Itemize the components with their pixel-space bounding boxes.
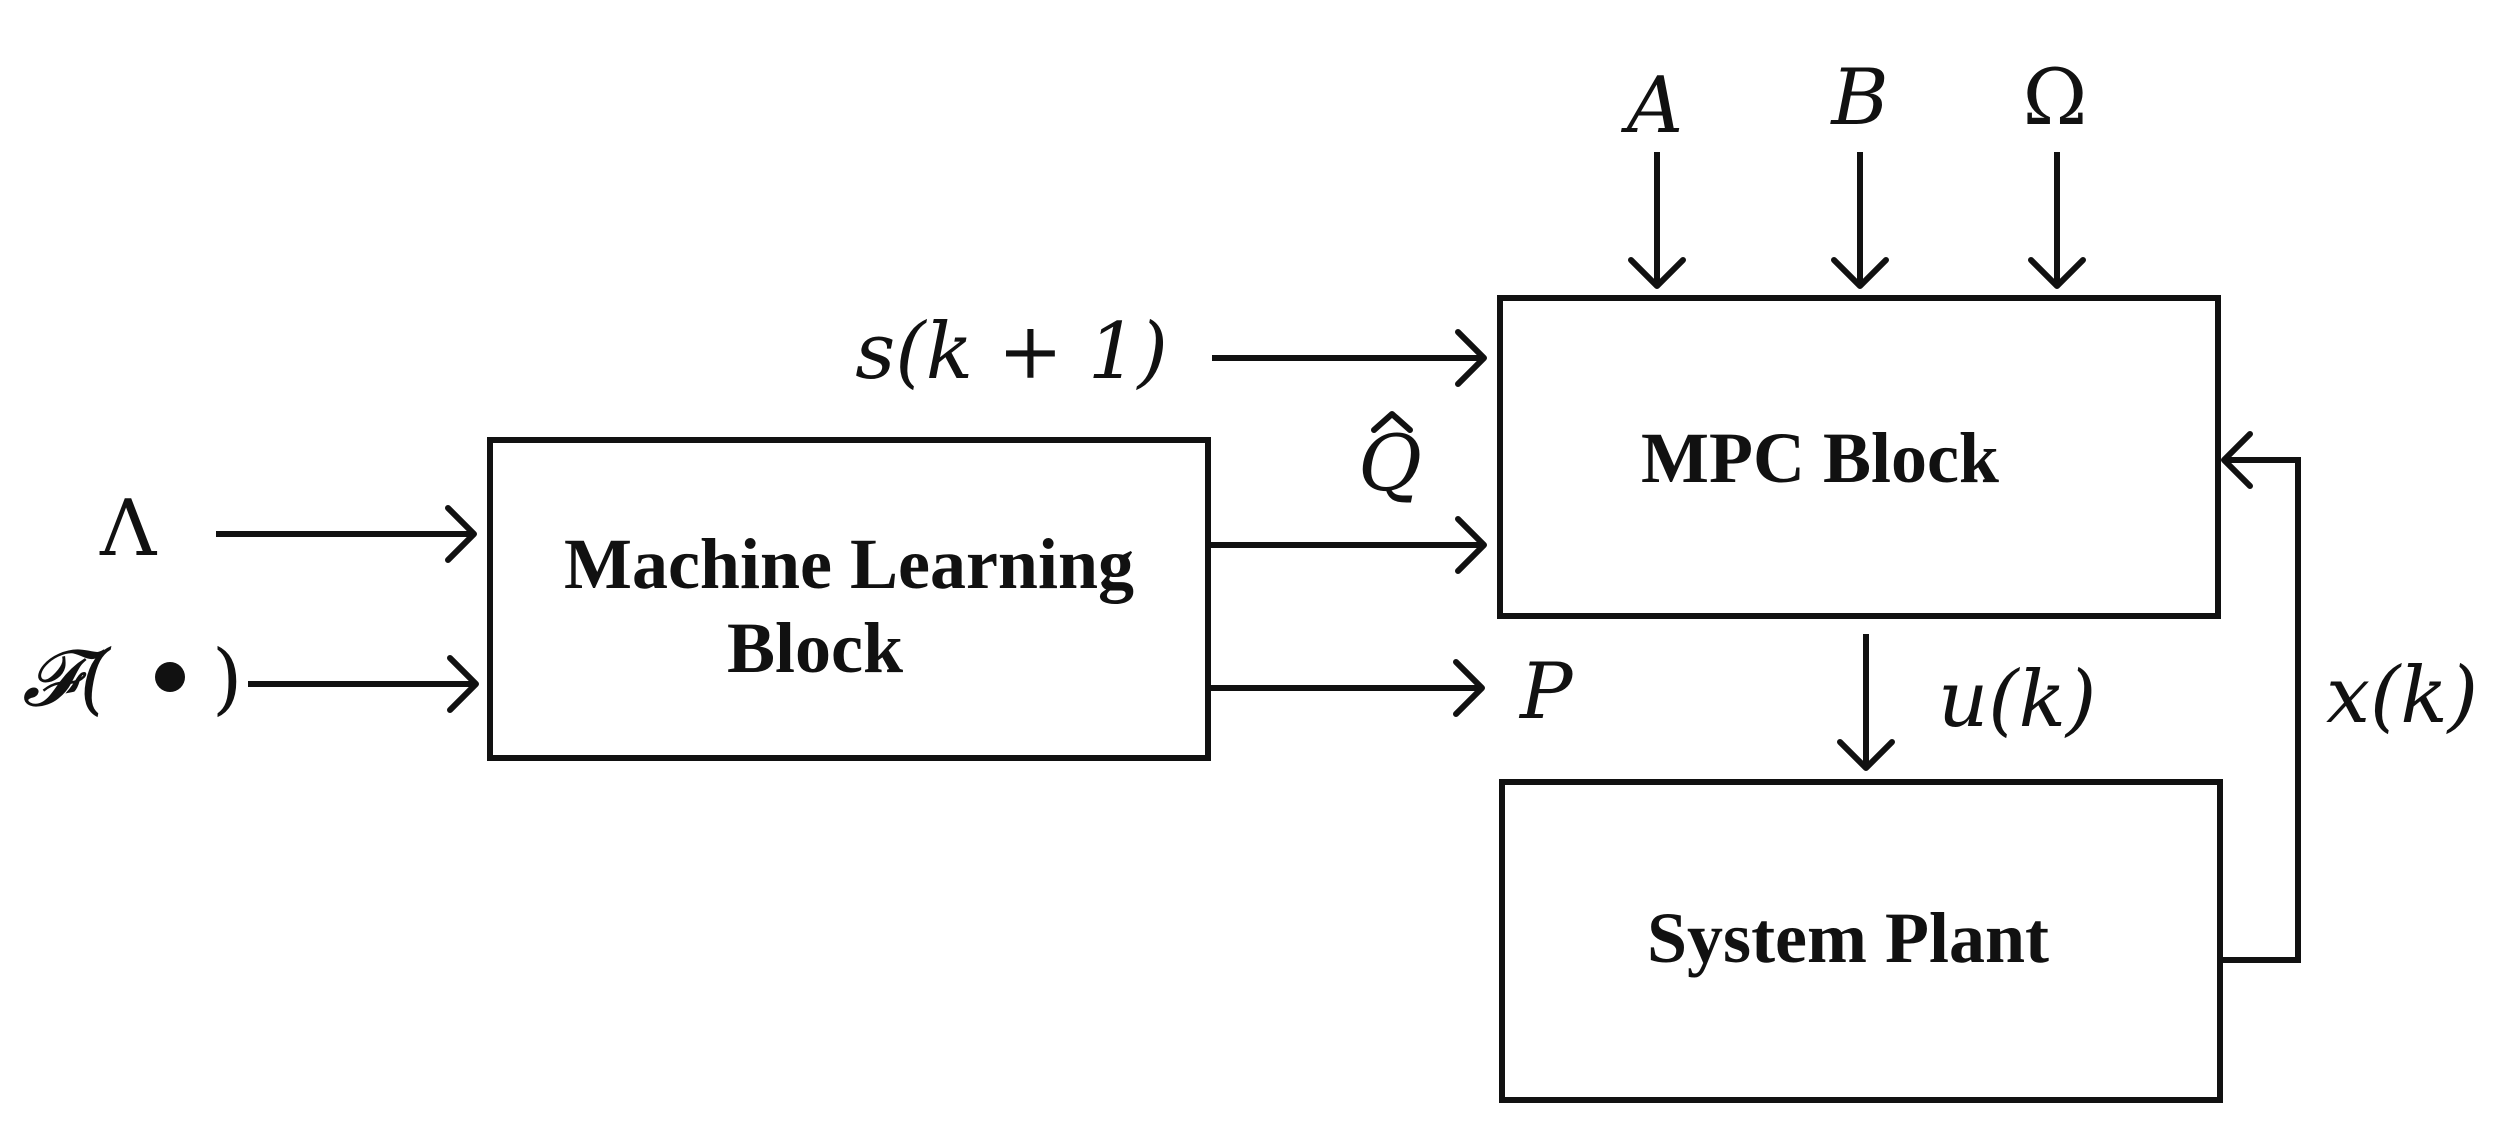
f-function-input-arrow: 𝓕( ) <box>22 634 479 724</box>
u-label: u(k) <box>1938 655 2096 745</box>
ml-block-label-line2: Block <box>727 608 903 688</box>
mpc-block: MPC Block <box>1497 295 2221 619</box>
hat-accent <box>1371 411 1413 433</box>
ml-block-label-line1: Machine Learning <box>564 524 1134 604</box>
lambda-label: Λ <box>99 484 158 574</box>
mpc-block-label: MPC Block <box>1641 418 1999 498</box>
system-plant-block: System Plant <box>1499 779 2223 1103</box>
machine-learning-block: Machine Learning Block <box>487 437 1211 761</box>
s-next-label: s(k + 1) <box>855 307 1168 397</box>
system-plant-label: System Plant <box>1647 898 2049 978</box>
a-input-arrow: A <box>1621 61 1686 289</box>
b-label: B <box>1829 53 1888 143</box>
q-hat-arrow: Q <box>1210 411 1487 574</box>
b-input-arrow: B <box>1829 53 1889 289</box>
x-feedback-arrow: x(k) <box>2220 431 2478 963</box>
q-hat-label: Q <box>1358 419 1422 509</box>
bullet-icon <box>155 662 185 692</box>
f-function-label: 𝓕( <box>22 634 112 724</box>
s-next-input-arrow: s(k + 1) <box>855 307 1487 397</box>
omega-label: Ω <box>2023 53 2088 143</box>
omega-input-arrow: Ω <box>2023 53 2088 289</box>
f-function-close-paren: ) <box>212 634 242 724</box>
p-output-arrow: P <box>1210 647 1574 737</box>
a-label: A <box>1621 61 1683 151</box>
x-label: x(k) <box>2326 651 2478 741</box>
u-control-arrow: u(k) <box>1837 634 2096 771</box>
p-label: P <box>1518 647 1574 737</box>
lambda-input-arrow: Λ <box>99 484 477 574</box>
